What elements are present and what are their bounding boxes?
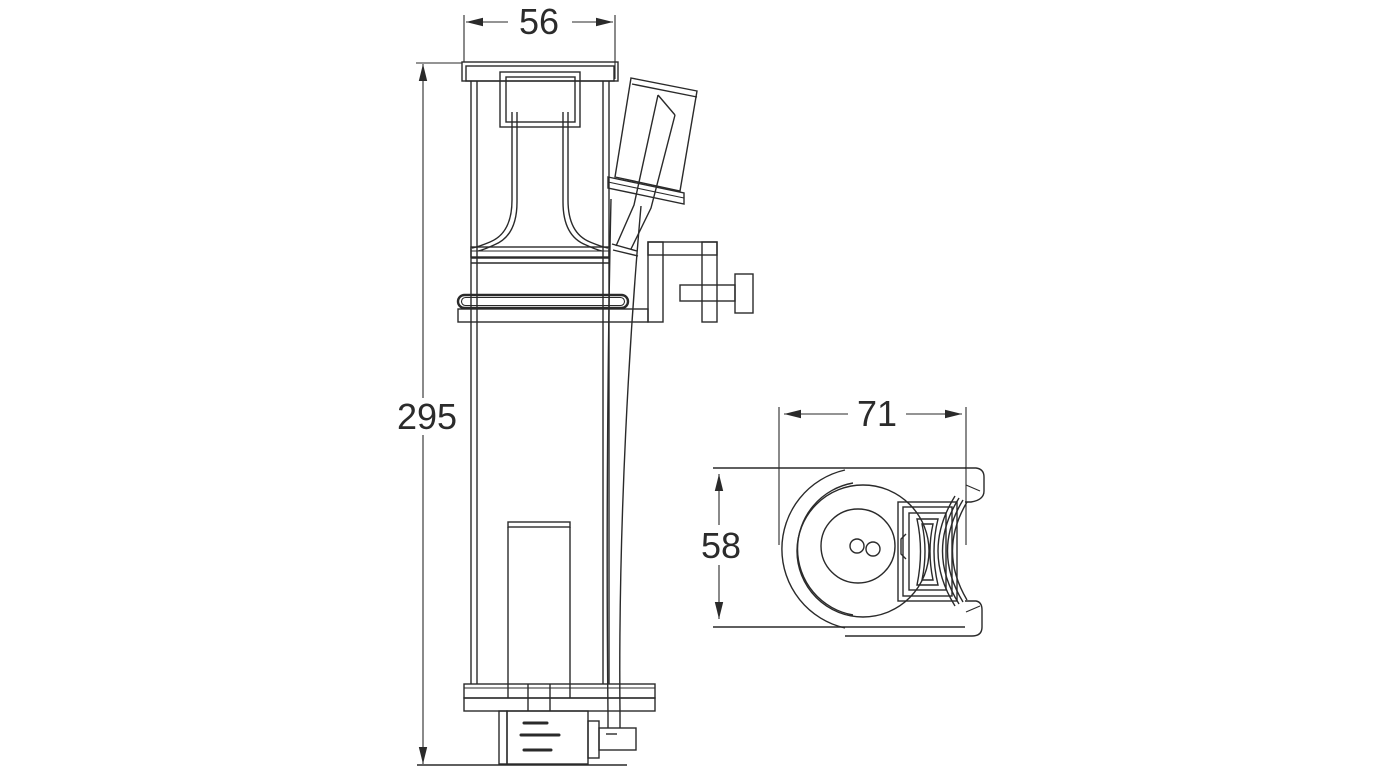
body-tube <box>470 81 610 684</box>
union-ring <box>456 293 630 310</box>
collection-cup-lid <box>461 61 619 128</box>
inner-column <box>507 521 571 698</box>
silencer-flange <box>607 176 685 205</box>
pump-top-outline <box>713 467 966 629</box>
arrowhead-down <box>418 747 428 764</box>
impeller-circle <box>820 508 896 584</box>
riser-funnel <box>471 112 609 252</box>
front-view: 56 295 <box>397 1 754 766</box>
volute-circle <box>796 484 930 618</box>
hang-on-bracket <box>457 241 718 323</box>
arrowhead-right <box>945 409 962 419</box>
arrowhead-up <box>418 64 428 81</box>
air-silencer <box>614 77 698 250</box>
dimension-front-width: 56 <box>463 1 616 79</box>
dim-label-top-depth: 58 <box>701 525 741 566</box>
air-intake-pipe-end <box>611 243 639 257</box>
dim-label-top-width: 71 <box>857 393 897 434</box>
dim-label-front-width: 56 <box>519 1 559 42</box>
bracket-jaw-arcs <box>937 495 968 607</box>
bracket-ears <box>845 467 985 637</box>
pump-vent-slots <box>519 721 561 752</box>
top-view: 71 58 <box>701 393 985 637</box>
cup-seat-plate <box>470 246 610 264</box>
shaft-screws <box>849 538 881 557</box>
arrowhead-left <box>784 409 801 419</box>
dimension-front-height: 295 <box>397 62 462 764</box>
pump-housing <box>498 710 589 765</box>
arrowhead-down <box>714 602 724 619</box>
bracket-thumbscrew <box>679 273 754 314</box>
pump-outlet <box>587 720 637 759</box>
arrowhead-right <box>596 17 613 27</box>
dimension-top-width: 71 <box>778 393 967 545</box>
dim-label-front-height: 295 <box>397 396 457 437</box>
base-flange <box>463 683 656 712</box>
arrowhead-left <box>466 17 483 27</box>
downpipe <box>606 198 642 728</box>
arrowhead-up <box>714 474 724 491</box>
dimension-top-depth: 58 <box>701 474 741 619</box>
